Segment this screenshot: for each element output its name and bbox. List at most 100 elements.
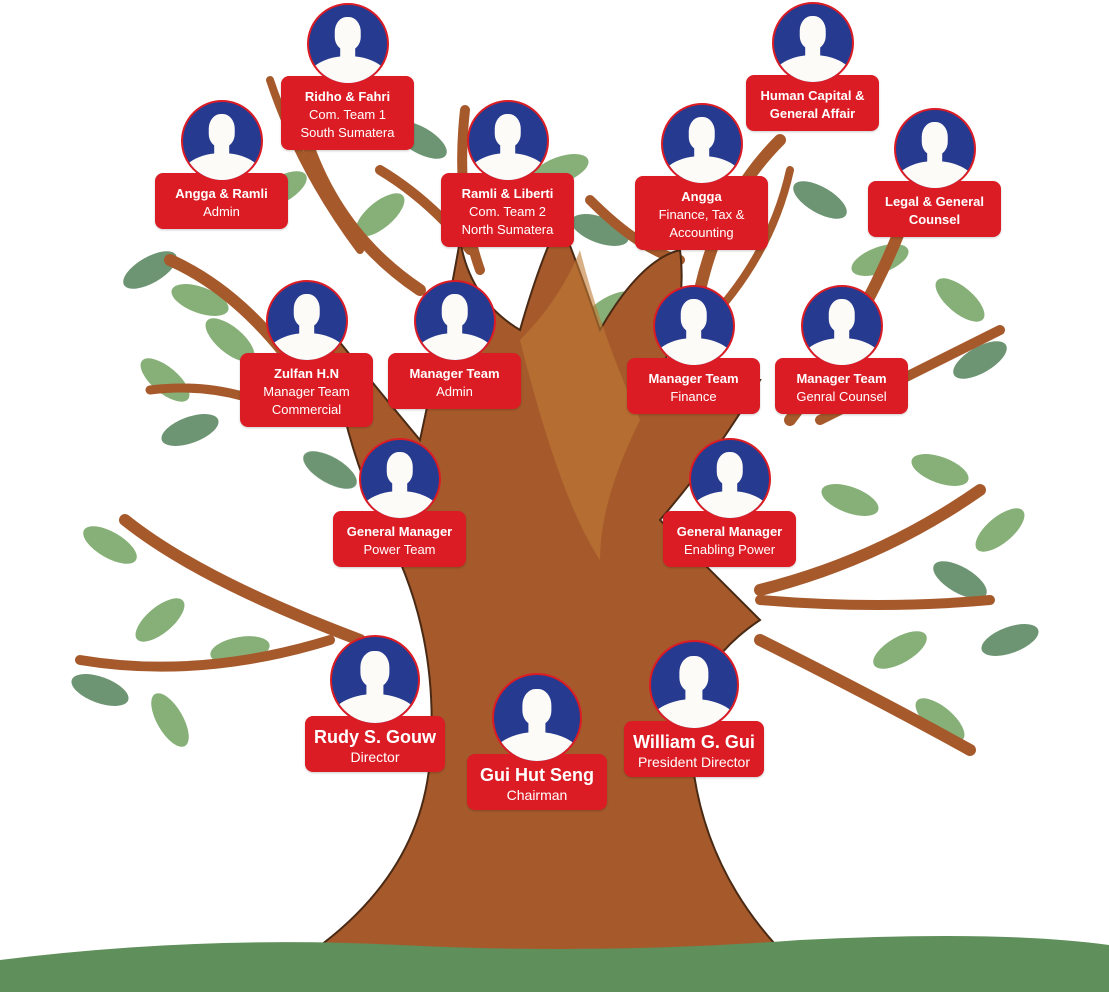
node-role: North Sumatera bbox=[461, 222, 554, 237]
leaf bbox=[975, 508, 1025, 552]
avatar-icon bbox=[660, 103, 743, 185]
node-name: Rudy S. Gouw bbox=[313, 727, 436, 747]
node-name: Manager Team bbox=[796, 371, 887, 386]
leaf bbox=[123, 251, 177, 289]
node-role: Admin bbox=[203, 204, 240, 219]
avatar-icon bbox=[492, 673, 582, 763]
leaf bbox=[303, 451, 357, 489]
node-role: Accounting bbox=[669, 225, 734, 240]
trunk-highlight bbox=[520, 250, 640, 560]
node-name: Manager Team bbox=[409, 366, 500, 381]
node-role: Admin bbox=[436, 384, 473, 399]
node-name: General Manager bbox=[346, 524, 453, 539]
leaf bbox=[981, 624, 1039, 656]
avatar-icon bbox=[652, 285, 735, 367]
node-role: Manager Team bbox=[263, 384, 350, 399]
avatar-icon bbox=[413, 280, 496, 362]
node-role: Genral Counsel bbox=[796, 389, 887, 404]
leaf bbox=[793, 181, 847, 219]
leaf bbox=[151, 693, 189, 747]
node-role: Commercial bbox=[271, 402, 342, 417]
leaf bbox=[821, 484, 879, 516]
avatar-icon bbox=[800, 285, 883, 367]
node-role: Chairman bbox=[506, 787, 568, 803]
leaf bbox=[571, 214, 629, 246]
node-label-box: Human Capital & General Affair bbox=[746, 75, 879, 131]
org-node-legal: Legal & General Counsel bbox=[868, 108, 1001, 237]
avatar-icon bbox=[688, 438, 771, 520]
node-role: President Director bbox=[637, 754, 751, 770]
leaf bbox=[935, 278, 985, 322]
node-role: Enabling Power bbox=[683, 542, 776, 557]
node-name: Human Capital & General Affair bbox=[760, 88, 865, 121]
avatar-icon bbox=[265, 280, 348, 362]
node-role: Com. Team 1 bbox=[308, 107, 387, 122]
node-role: Director bbox=[350, 749, 400, 765]
leaf bbox=[915, 698, 965, 742]
avatar-icon bbox=[466, 100, 549, 182]
leaf bbox=[171, 284, 229, 316]
avatar-icon bbox=[893, 108, 976, 190]
avatar-icon bbox=[330, 635, 420, 725]
avatar-icon bbox=[358, 438, 441, 520]
node-name: Angga bbox=[681, 189, 722, 204]
avatar-icon bbox=[306, 3, 389, 85]
node-name: Ridho & Fahri bbox=[304, 89, 391, 104]
leaf bbox=[161, 414, 219, 446]
node-name: Gui Hut Seng bbox=[480, 765, 594, 785]
leaf bbox=[911, 454, 969, 486]
leaf bbox=[71, 674, 129, 706]
node-role: Com. Team 2 bbox=[468, 204, 547, 219]
node-role: Finance, Tax & bbox=[658, 207, 745, 222]
leaf bbox=[873, 631, 927, 669]
node-role: Power Team bbox=[363, 542, 436, 557]
node-name: Ramli & Liberti bbox=[461, 186, 554, 201]
node-name: Angga & Ramli bbox=[175, 186, 268, 201]
ground bbox=[0, 936, 1109, 992]
leaf bbox=[205, 318, 255, 362]
node-name: William G. Gui bbox=[633, 732, 755, 752]
avatar-icon bbox=[771, 2, 854, 84]
leaf bbox=[135, 598, 185, 642]
avatar-icon bbox=[649, 640, 739, 730]
leaf bbox=[140, 358, 190, 402]
leaf bbox=[355, 193, 405, 237]
node-role: Finance bbox=[670, 389, 717, 404]
leaf bbox=[83, 526, 137, 564]
leaf bbox=[953, 341, 1007, 379]
node-name: Manager Team bbox=[648, 371, 739, 386]
node-role: South Sumatera bbox=[300, 125, 395, 140]
node-name: Legal & General Counsel bbox=[885, 194, 984, 227]
leaf bbox=[933, 561, 987, 599]
node-name: General Manager bbox=[676, 524, 783, 539]
avatar-icon bbox=[180, 100, 263, 182]
node-name: Zulfan H.N bbox=[274, 366, 339, 381]
org-node-human-capital: Human Capital & General Affair bbox=[746, 2, 879, 131]
